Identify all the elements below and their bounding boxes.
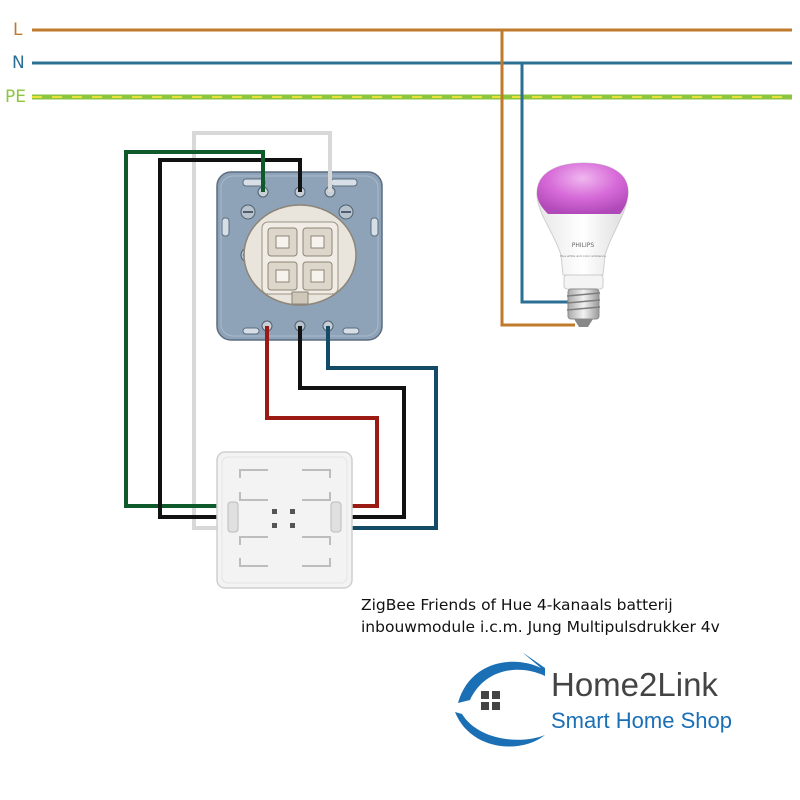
bulb-collar xyxy=(563,274,604,290)
house-logo-icon xyxy=(455,652,545,747)
rail-label-pe: PE xyxy=(5,87,26,107)
bulb-sub-text: Hue white and color ambiance xyxy=(560,254,606,258)
brand-name: Home2Link xyxy=(551,666,718,703)
brand-tagline: Smart Home Shop xyxy=(551,708,732,733)
hue-bulb: PHILIPS Hue white and color ambiance xyxy=(536,162,629,327)
caption-line-2: inbouwmodule i.c.m. Jung Multipulsdrukke… xyxy=(361,618,720,636)
caption-line-1: ZigBee Friends of Hue 4-kanaals batterij xyxy=(361,596,673,614)
rail-label-n: N xyxy=(12,53,25,73)
wire-red xyxy=(265,338,379,508)
wire-blue xyxy=(326,335,438,530)
wire-terminal-icon xyxy=(330,501,342,533)
battery-module xyxy=(216,451,353,589)
bulb-glow xyxy=(536,163,629,214)
diagram-caption: ZigBee Friends of Hue 4-kanaals batterij… xyxy=(361,594,720,638)
bulb-brand-text: PHILIPS xyxy=(572,242,595,249)
module-body xyxy=(216,451,353,589)
rail-label-l: L xyxy=(13,20,23,40)
wire-black-right xyxy=(298,322,406,519)
bulb-screw-base xyxy=(566,288,601,327)
lamp-wire-n xyxy=(520,63,575,304)
jung-pushbutton-insert xyxy=(216,171,383,341)
wire-terminal-icon xyxy=(227,501,239,533)
lamp-wire-l xyxy=(500,30,575,327)
